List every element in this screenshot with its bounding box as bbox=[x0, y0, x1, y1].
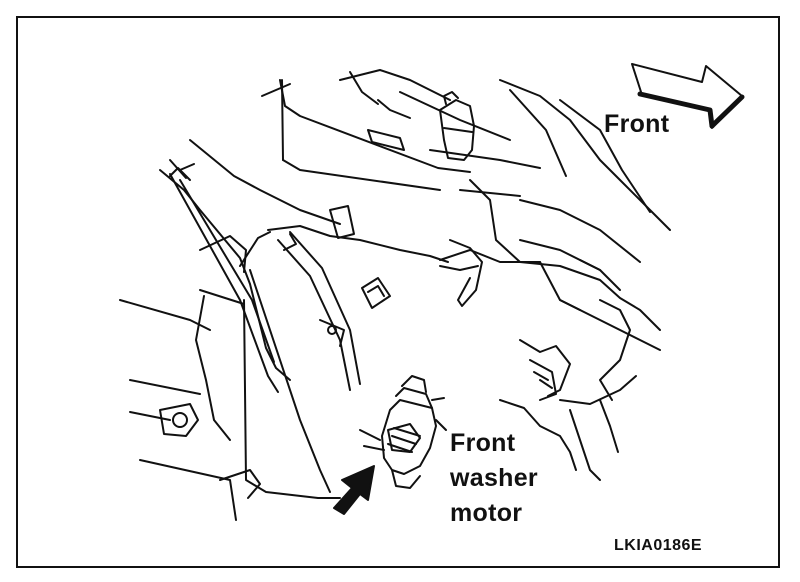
left-body-panels bbox=[119, 139, 341, 521]
washer-motor-part bbox=[359, 375, 447, 489]
right-bracket bbox=[439, 239, 637, 481]
callout-line-3: motor bbox=[450, 499, 523, 527]
direction-arrow-icon bbox=[631, 63, 745, 129]
upper-body-structure bbox=[261, 69, 671, 401]
direction-label: Front bbox=[604, 110, 670, 138]
pointer-arrow-icon bbox=[333, 465, 375, 515]
figure-frame bbox=[16, 16, 780, 568]
callout-line-2: washer bbox=[450, 464, 538, 492]
center-panel bbox=[239, 205, 449, 499]
figure-code: LKIA0186E bbox=[614, 537, 703, 554]
rods bbox=[169, 173, 361, 393]
upper-reservoir bbox=[439, 91, 475, 161]
washer-motor-callout: Front washer motor bbox=[450, 426, 538, 531]
callout-line-1: Front bbox=[450, 429, 516, 457]
